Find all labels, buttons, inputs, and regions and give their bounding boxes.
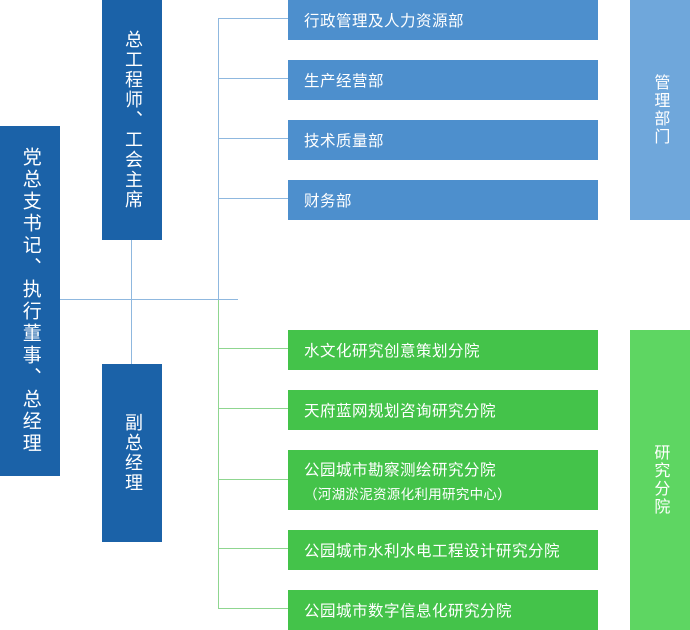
management-category-text: 管理部门: [651, 74, 671, 146]
root-node-label: 党总支书记、执行董事、总经理: [19, 147, 42, 455]
management-branch-connector: [218, 198, 288, 199]
lower-leader-label: 副总经理: [121, 413, 143, 493]
research-institute-label: 公园城市水利水电工程设计研究分院: [304, 542, 561, 560]
management-category-label: 管理部门: [630, 0, 690, 220]
research-institute-item: 水文化研究创意策划分院: [288, 330, 598, 370]
management-branch-connector: [218, 138, 288, 139]
research-institute-label: 水文化研究创意策划分院: [304, 342, 481, 360]
research-branch-connector: [218, 348, 288, 349]
research-institute-item: 天府蓝网规划咨询研究分院: [288, 390, 598, 430]
leaders-vertical-connector: [131, 240, 132, 364]
management-dept-item: 财务部: [288, 180, 598, 220]
research-institute-item: 公园城市数字信息化研究分院: [288, 590, 598, 630]
research-institute-item: 公园城市水利水电工程设计研究分院: [288, 530, 598, 570]
upper-leader-node: 总工程师、工会主席: [102, 0, 162, 240]
lower-leader-node: 副总经理: [102, 364, 162, 542]
management-dept-label: 行政管理及人力资源部: [304, 12, 465, 30]
research-vertical-connector: [218, 300, 219, 608]
root-horizontal-connector: [60, 299, 238, 300]
management-dept-item: 生产经营部: [288, 60, 598, 100]
management-dept-item: 技术质量部: [288, 120, 598, 160]
management-dept-item: 行政管理及人力资源部: [288, 0, 598, 40]
research-branch-connector: [218, 479, 288, 480]
management-branch-connector: [218, 18, 288, 19]
management-dept-label: 技术质量部: [304, 132, 385, 150]
research-institute-label: 天府蓝网规划咨询研究分院: [304, 402, 497, 420]
upper-leader-label: 总工程师、工会主席: [121, 30, 143, 210]
root-node: 党总支书记、执行董事、总经理: [0, 126, 60, 476]
management-dept-label: 生产经营部: [304, 72, 385, 90]
research-category-text: 研究分院: [651, 444, 671, 516]
research-institute-item: 公园城市勘察测绘研究分院 （河湖淤泥资源化利用研究中心）: [288, 450, 598, 510]
research-institute-label: 公园城市勘察测绘研究分院: [304, 460, 497, 479]
research-institute-label: 公园城市数字信息化研究分院: [304, 602, 513, 620]
management-dept-label: 财务部: [304, 192, 353, 210]
research-branch-connector: [218, 408, 288, 409]
management-branch-connector: [218, 78, 288, 79]
research-institute-sublabel: （河湖淤泥资源化利用研究中心）: [304, 486, 511, 503]
management-vertical-connector: [218, 18, 219, 300]
research-category-label: 研究分院: [630, 330, 690, 630]
research-branch-connector: [218, 608, 288, 609]
research-branch-connector: [218, 548, 288, 549]
